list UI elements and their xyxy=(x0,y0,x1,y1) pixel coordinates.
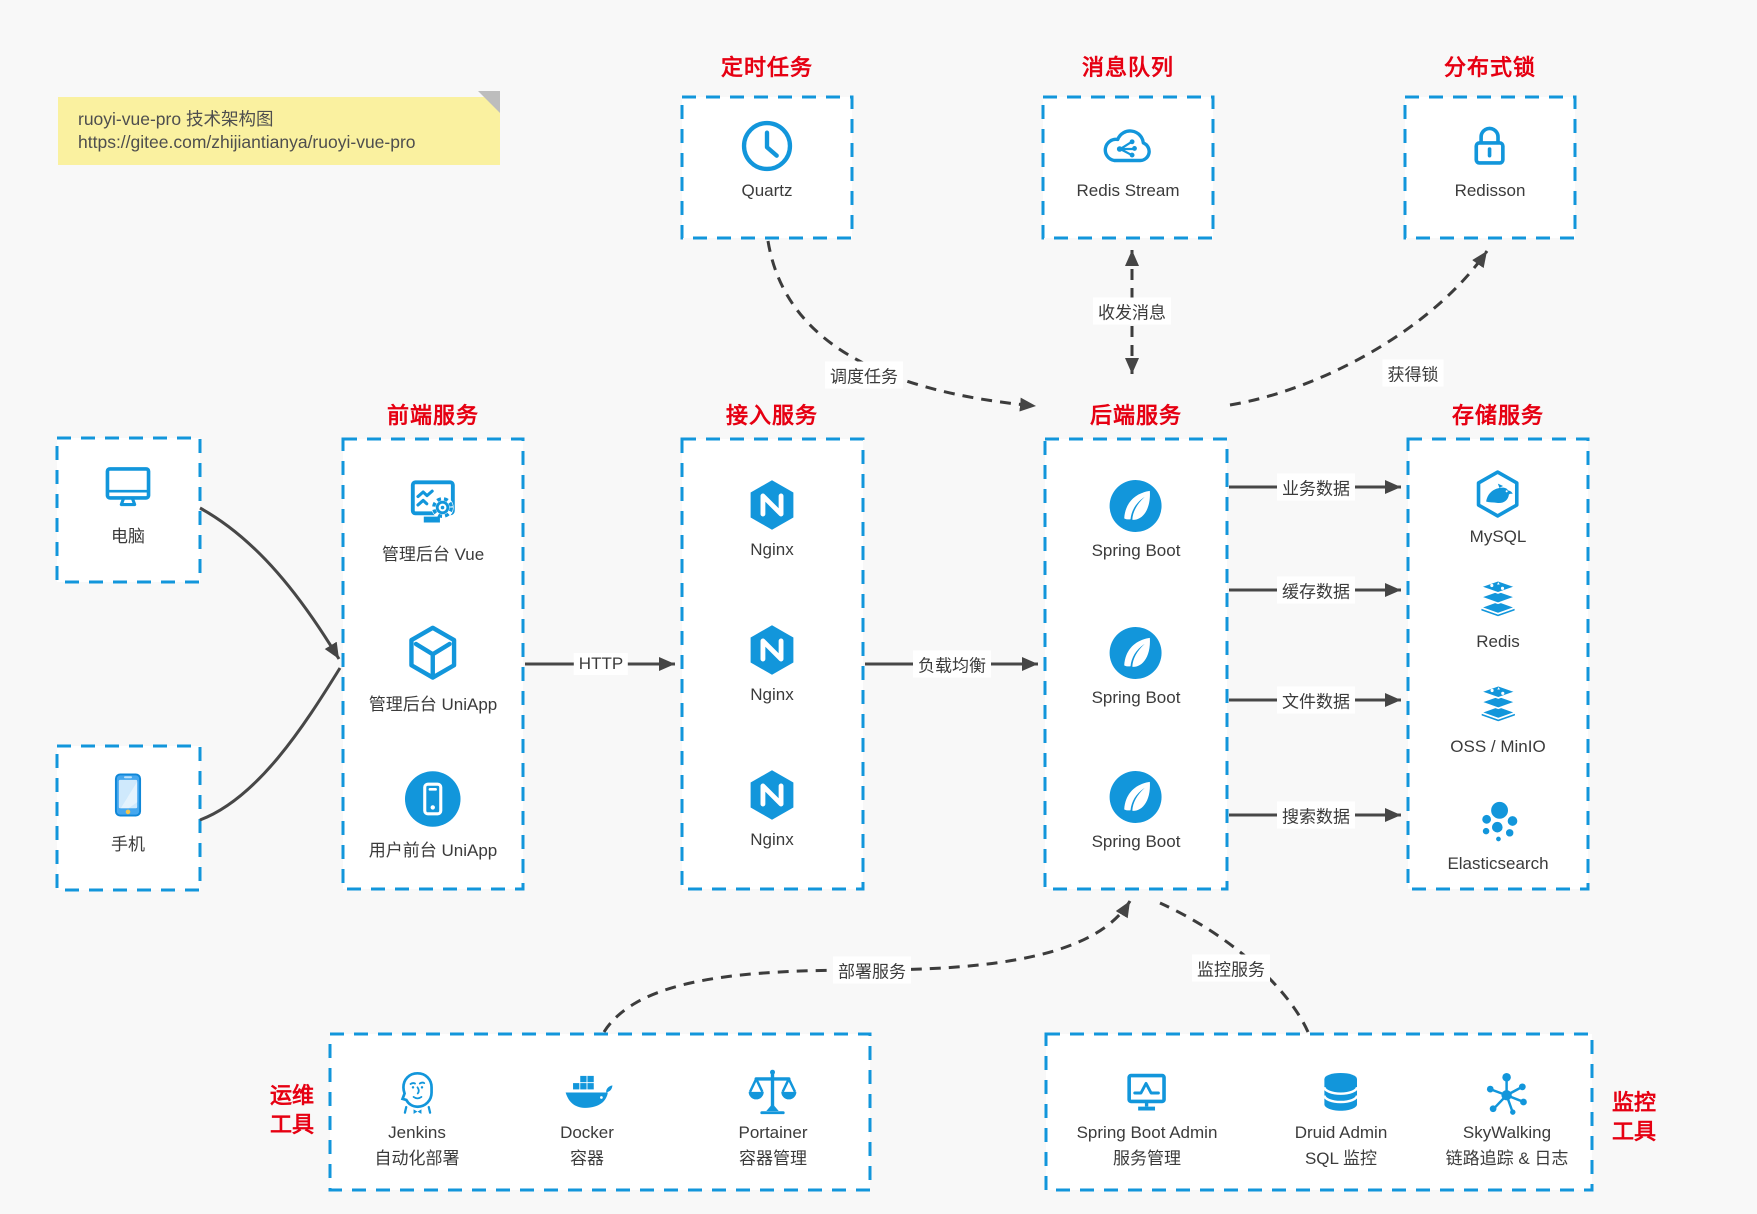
backend-item-spring-3: Spring Boot xyxy=(1092,768,1180,852)
computer-node: 电脑 xyxy=(99,458,157,547)
lock-icon xyxy=(1461,117,1519,175)
edge-label-file-data: 文件数据 xyxy=(1277,686,1355,714)
edge-label-business-data: 业务数据 xyxy=(1277,473,1355,501)
quartz-node: Quartz xyxy=(738,117,796,201)
devops-item-jenkins: Jenkins 自动化部署 xyxy=(375,1066,460,1172)
database-icon xyxy=(1314,1066,1368,1120)
smartphone-icon xyxy=(99,766,157,824)
oss-stack-icon xyxy=(1471,677,1525,731)
spring-boot-icon xyxy=(1107,477,1165,535)
nginx-icon xyxy=(743,621,801,679)
backend-item-spring-1: Spring Boot xyxy=(1092,477,1180,561)
storage-item-mysql: MySQL xyxy=(1470,467,1526,547)
connector-schedule-task xyxy=(766,240,1037,412)
phone-box xyxy=(55,744,202,892)
edge-label-cache-data: 缓存数据 xyxy=(1277,576,1355,604)
edge-label-message: 收发消息 xyxy=(1093,297,1171,325)
devops-title: 运维 工具 xyxy=(269,1083,315,1137)
nginx-icon xyxy=(743,766,801,824)
gateway-item-nginx-1: Nginx xyxy=(743,476,801,560)
edge-label-schedule-task: 调度任务 xyxy=(825,361,903,389)
storage-item-oss: OSS / MinIO xyxy=(1450,677,1546,757)
frontend-item-user-uniapp: 用户前台 UniApp xyxy=(369,768,497,861)
edge-label-http: HTTP xyxy=(573,653,629,675)
backend-title: 后端服务 xyxy=(1089,403,1183,428)
edge-label-monitor-service: 监控服务 xyxy=(1192,954,1270,982)
connector-acquire-lock xyxy=(1229,250,1489,407)
edge-label-search-data: 搜索数据 xyxy=(1277,801,1355,829)
monitor-pulse-icon xyxy=(1120,1066,1174,1120)
connector-phone-frontend xyxy=(199,667,342,822)
storage-title: 存储服务 xyxy=(1451,403,1545,428)
cloud-stream-icon xyxy=(1099,117,1157,175)
monitoring-item-sba: Spring Boot Admin 服务管理 xyxy=(1077,1066,1217,1172)
uniapp-cube-icon xyxy=(402,622,464,684)
computer-box xyxy=(55,436,202,584)
jenkins-icon xyxy=(390,1066,444,1120)
sticky-note: ruoyi-vue-pro 技术架构图 https://gitee.com/zh… xyxy=(58,97,500,165)
devops-item-portainer: Portainer 容器管理 xyxy=(739,1066,807,1172)
elasticsearch-icon xyxy=(1471,794,1525,848)
connector-deploy-service xyxy=(602,900,1132,1033)
edge-label-acquire-lock: 获得锁 xyxy=(1382,359,1444,387)
edge-label-deploy-service: 部署服务 xyxy=(833,956,911,984)
redis-stream-node: Redis Stream xyxy=(1077,117,1179,201)
gateway-item-nginx-2: Nginx xyxy=(743,621,801,705)
docker-icon xyxy=(560,1066,614,1120)
admin-vue-icon xyxy=(402,472,464,534)
lock-title: 分布式锁 xyxy=(1443,55,1537,80)
monitoring-box xyxy=(1044,1032,1594,1192)
frontend-item-admin-uniapp: 管理后台 UniApp xyxy=(369,622,497,715)
user-app-icon xyxy=(402,768,464,830)
devops-item-docker: Docker 容器 xyxy=(560,1066,614,1172)
storage-item-redis: Redis xyxy=(1471,572,1525,652)
topology-icon xyxy=(1480,1066,1534,1120)
mq-box xyxy=(1041,95,1215,240)
note-url: https://gitee.com/zhijiantianya/ruoyi-vu… xyxy=(78,132,416,152)
note-fold-corner xyxy=(478,91,500,113)
lock-box xyxy=(1403,95,1577,240)
note-title: ruoyi-vue-pro 技术架构图 xyxy=(78,109,274,129)
computer-icon xyxy=(99,458,157,516)
connector-computer-frontend xyxy=(199,506,341,660)
edge-label-load-balance: 负载均衡 xyxy=(913,650,991,678)
spring-boot-icon xyxy=(1107,624,1165,682)
storage-item-elasticsearch: Elasticsearch xyxy=(1447,794,1549,874)
gateway-item-nginx-3: Nginx xyxy=(743,766,801,850)
monitoring-title: 监控 工具 xyxy=(1611,1090,1657,1144)
clock-icon xyxy=(738,117,796,175)
gateway-title: 接入服务 xyxy=(725,403,819,428)
frontend-item-vue: 管理后台 Vue xyxy=(382,472,484,565)
mysql-icon xyxy=(1471,467,1525,521)
spring-boot-icon xyxy=(1107,768,1165,826)
backend-item-spring-2: Spring Boot xyxy=(1092,624,1180,708)
frontend-title: 前端服务 xyxy=(386,403,480,428)
nginx-icon xyxy=(743,476,801,534)
monitoring-item-druid: Druid Admin SQL 监控 xyxy=(1295,1066,1387,1172)
redis-stack-icon xyxy=(1471,572,1525,626)
redisson-node: Redisson xyxy=(1455,117,1525,201)
phone-node: 手机 xyxy=(99,766,157,855)
portainer-icon xyxy=(746,1066,800,1120)
mq-title: 消息队列 xyxy=(1081,55,1175,80)
scheduler-title: 定时任务 xyxy=(720,55,814,80)
monitoring-item-skywalking: SkyWalking 链路追踪 & 日志 xyxy=(1446,1066,1568,1172)
